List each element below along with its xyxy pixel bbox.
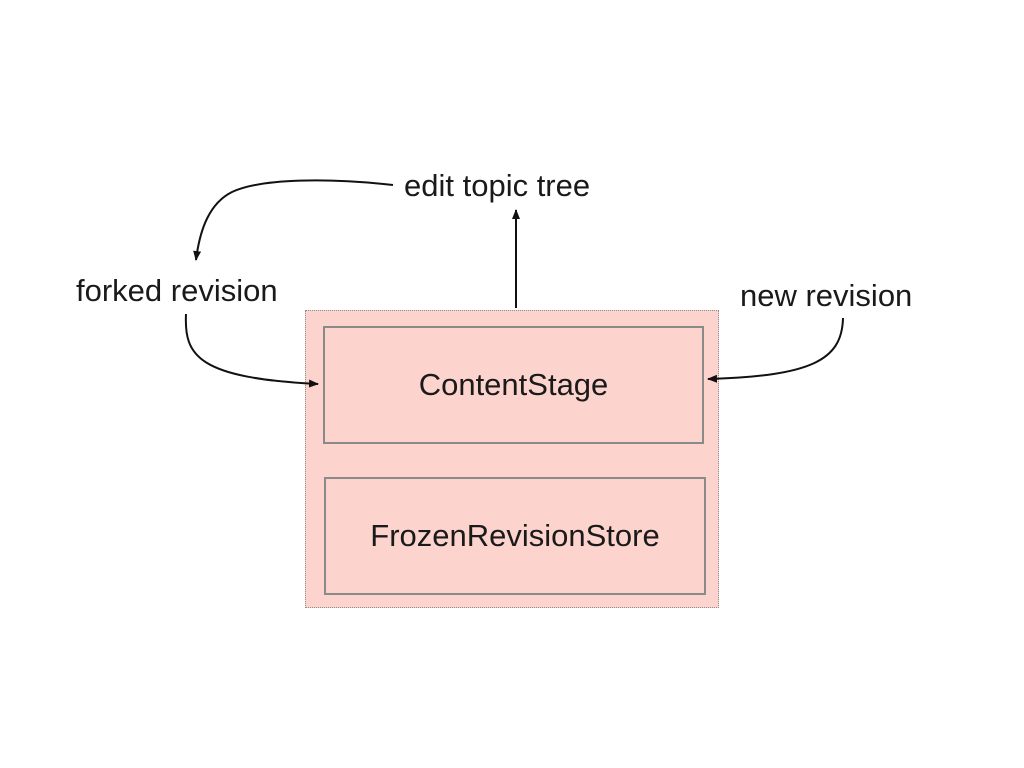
edit-topic-tree-label: edit topic tree: [404, 168, 591, 203]
new-revision-label: new revision: [740, 278, 913, 313]
content-stage-label: ContentStage: [418, 367, 609, 402]
frozen-revision-store-label: FrozenRevisionStore: [370, 518, 660, 553]
new-to-content-stage-arrow: [707, 317, 844, 383]
frozen-revision-store-box: FrozenRevisionStore: [324, 477, 706, 595]
edit-to-forked-arrow: [193, 179, 394, 261]
forked-revision-label: forked revision: [76, 273, 278, 308]
content-stage-box: ContentStage: [323, 326, 704, 444]
forked-to-content-stage-arrow: [184, 313, 319, 388]
